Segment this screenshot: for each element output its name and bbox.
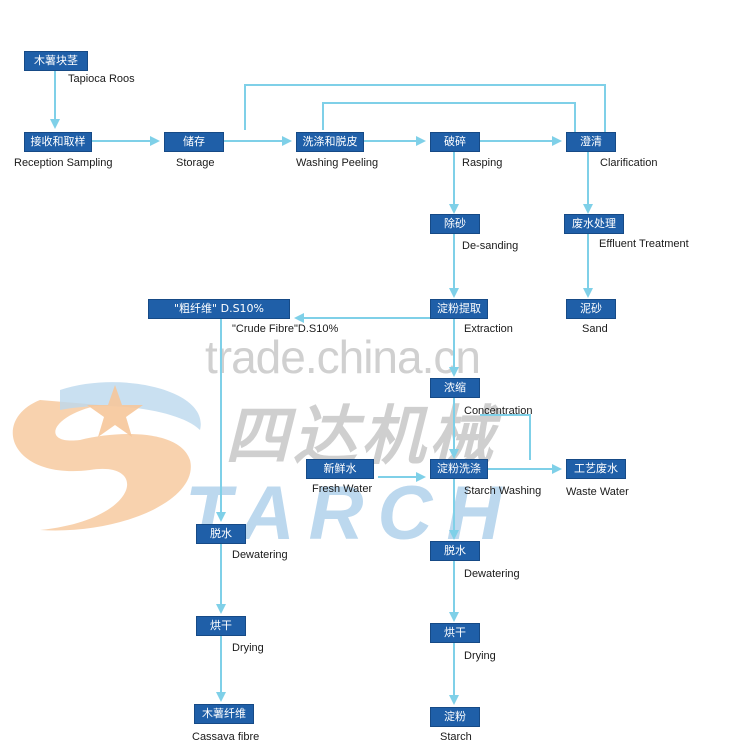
node-starch: 淀粉 <box>430 707 480 727</box>
label-extraction: Extraction <box>464 323 513 335</box>
label-dewatering-left: Dewatering <box>232 549 288 561</box>
arrow-concentration-side <box>480 414 531 460</box>
label-tapioca-roots: Tapioca Roos <box>68 73 135 85</box>
label-rasping: Rasping <box>462 157 503 169</box>
node-fresh-water: 新鲜水 <box>306 459 374 479</box>
label-drying-right: Drying <box>464 650 496 662</box>
node-dewatering-right: 脱水 <box>430 541 480 561</box>
label-washing-peeling: Washing Peeling <box>296 157 379 169</box>
label-fresh-water: Fresh Water <box>312 483 373 495</box>
label-cassava-fibre: Cassava fibre <box>192 731 260 743</box>
node-rasping: 破碎 <box>430 132 480 152</box>
label-sand: Sand <box>582 323 608 335</box>
node-extraction: 淀粉提取 <box>430 299 488 319</box>
label-effluent: Effluent Treatment <box>599 238 689 250</box>
node-reception: 接收和取样 <box>24 132 92 152</box>
node-clarification: 澄清 <box>566 132 616 152</box>
arrow-recycle-outer <box>244 84 606 133</box>
label-starch-washing: Starch Washing <box>464 485 542 497</box>
node-drying-right: 烘干 <box>430 623 480 643</box>
node-tapioca-roots: 木薯块茎 <box>24 51 88 71</box>
node-effluent: 废水处理 <box>564 214 624 234</box>
node-starch-washing: 淀粉洗涤 <box>430 459 488 479</box>
label-reception: Reception Sampling <box>14 157 113 169</box>
node-sand: 泥砂 <box>566 299 616 319</box>
label-clarification: Clarification <box>600 157 658 169</box>
label-desanding: De-sanding <box>462 240 519 252</box>
node-desanding: 除砂 <box>430 214 480 234</box>
label-concentration: Concentration <box>464 405 533 417</box>
watermark-logo <box>0 360 230 540</box>
node-cassava-fibre: 木薯纤维 <box>194 704 254 724</box>
label-crude-fibre: "Crude Fibre"D.S10% <box>232 323 339 335</box>
node-washing-peeling: 洗涤和脱皮 <box>296 132 364 152</box>
node-storage: 储存 <box>164 132 224 152</box>
label-storage: Storage <box>176 157 215 169</box>
node-waste-water: 工艺废水 <box>566 459 626 479</box>
node-crude-fibre: "粗纤维" D.S10% <box>148 299 290 319</box>
node-concentration: 浓缩 <box>430 378 480 398</box>
watermark-site: trade.china.cn <box>205 331 481 383</box>
node-drying-left: 烘干 <box>196 616 246 636</box>
label-drying-left: Drying <box>232 642 264 654</box>
label-waste-water: Waste Water <box>566 486 629 498</box>
label-starch: Starch <box>440 731 472 743</box>
arrow-recycle-inner <box>322 102 576 133</box>
label-dewatering-right: Dewatering <box>464 568 520 580</box>
node-dewatering-left: 脱水 <box>196 524 246 544</box>
